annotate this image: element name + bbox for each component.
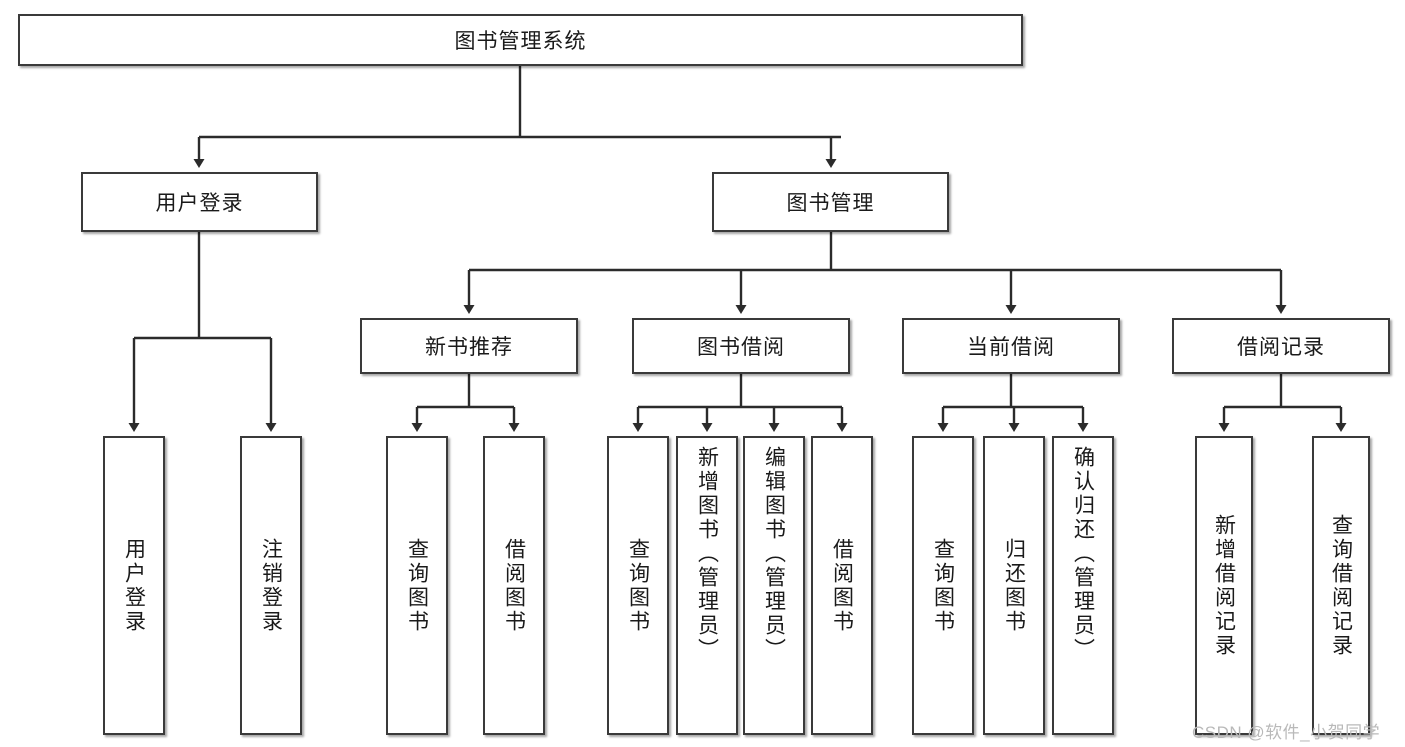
- leaf-user-logout[interactable]: 注销登录: [240, 436, 302, 735]
- leaf-return-book-label: 归还图书: [1002, 537, 1026, 634]
- node-book-manage-label: 图书管理: [786, 192, 875, 215]
- node-user-login-label: 用户登录: [155, 192, 244, 215]
- leaf-user-login[interactable]: 用户登录: [103, 436, 165, 735]
- leaf-edit-book[interactable]: 编辑图书（管理员）: [743, 436, 805, 735]
- leaf-query-book-rec[interactable]: 查询图书: [386, 436, 448, 735]
- leaf-confirm-return-label: 确认归还（管理员）: [1071, 446, 1095, 662]
- leaf-query-book-cur-label: 查询图书: [931, 537, 955, 634]
- leaf-return-book[interactable]: 归还图书: [983, 436, 1045, 735]
- leaf-edit-book-label: 编辑图书（管理员）: [762, 446, 786, 662]
- node-borrow-record-label: 借阅记录: [1237, 336, 1325, 359]
- watermark: CSDN @软件_小贺同学: [1192, 723, 1381, 742]
- leaf-query-record-label: 查询借阅记录: [1329, 513, 1353, 658]
- node-book-borrow[interactable]: 图书借阅: [632, 318, 850, 374]
- node-user-login[interactable]: 用户登录: [81, 172, 318, 232]
- node-borrow-record[interactable]: 借阅记录: [1172, 318, 1390, 374]
- node-root[interactable]: 图书管理系统: [18, 14, 1023, 66]
- leaf-confirm-return[interactable]: 确认归还（管理员）: [1052, 436, 1114, 735]
- leaf-query-book-cur[interactable]: 查询图书: [912, 436, 974, 735]
- leaf-query-book-label: 查询图书: [626, 537, 650, 634]
- leaf-borrow-book-rec-label: 借阅图书: [502, 537, 526, 634]
- leaf-query-record[interactable]: 查询借阅记录: [1312, 436, 1370, 735]
- node-new-book-rec[interactable]: 新书推荐: [360, 318, 578, 374]
- node-current-borrow-label: 当前借阅: [967, 336, 1055, 359]
- leaf-borrow-book-rec[interactable]: 借阅图书: [483, 436, 545, 735]
- leaf-add-record[interactable]: 新增借阅记录: [1195, 436, 1253, 735]
- leaf-borrow-book-label: 借阅图书: [830, 537, 854, 634]
- leaf-add-record-label: 新增借阅记录: [1212, 513, 1236, 658]
- leaf-query-book-rec-label: 查询图书: [405, 537, 429, 634]
- node-root-label: 图书管理系统: [454, 30, 587, 53]
- node-book-manage[interactable]: 图书管理: [712, 172, 949, 232]
- leaf-user-login-label: 用户登录: [122, 537, 146, 634]
- leaf-add-book-label: 新增图书（管理员）: [695, 446, 719, 662]
- leaf-add-book[interactable]: 新增图书（管理员）: [676, 436, 738, 735]
- leaf-user-logout-label: 注销登录: [259, 537, 283, 634]
- node-current-borrow[interactable]: 当前借阅: [902, 318, 1120, 374]
- node-new-book-rec-label: 新书推荐: [425, 336, 513, 359]
- node-book-borrow-label: 图书借阅: [697, 336, 785, 359]
- leaf-query-book[interactable]: 查询图书: [607, 436, 669, 735]
- leaf-borrow-book[interactable]: 借阅图书: [811, 436, 873, 735]
